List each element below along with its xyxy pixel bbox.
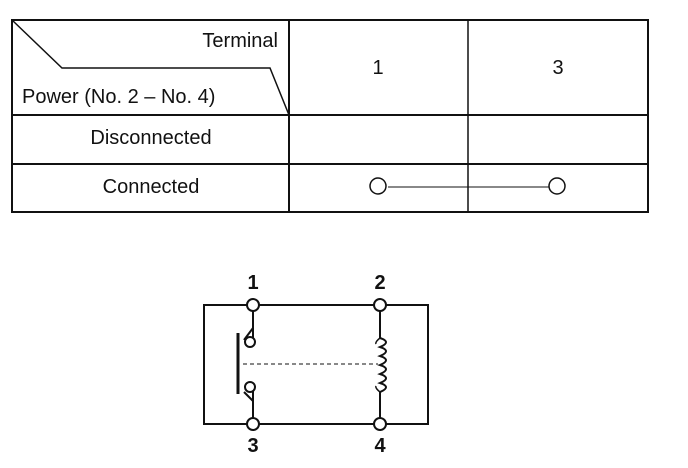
terminal-1-node — [246, 298, 260, 312]
terminal-3-node — [246, 417, 260, 431]
column-header-terminal-1: 1 — [372, 57, 384, 79]
relay-schematic — [203, 298, 429, 431]
relay-terminal-label-2: 2 — [374, 272, 386, 294]
continuity-connection-mark — [369, 177, 566, 195]
terminal-1-continuity-circle — [369, 177, 387, 195]
contact-lower-point — [244, 381, 256, 393]
relay-coil — [377, 337, 387, 393]
contact-lower-arm — [243, 391, 254, 402]
terminal-4-node — [373, 417, 387, 431]
header-diagonal-divider — [11, 19, 290, 116]
row-label-disconnected: Disconnected — [90, 127, 212, 149]
column-header-terminal-3: 3 — [552, 57, 564, 79]
header-power-label: Power (No. 2 – No. 4) — [22, 86, 216, 108]
header-terminal-label: Terminal — [202, 30, 278, 52]
relay-housing — [203, 304, 429, 425]
continuity-table-grid — [11, 19, 649, 213]
contact-upper-point — [244, 336, 256, 348]
terminal-2-node — [373, 298, 387, 312]
terminal-3-continuity-circle — [548, 177, 566, 195]
relay-terminal-label-1: 1 — [247, 272, 259, 294]
relay-terminal-label-4: 4 — [374, 435, 386, 457]
relay-terminal-label-3: 3 — [247, 435, 259, 457]
contact-upper-arm — [243, 327, 254, 341]
row-label-connected: Connected — [102, 176, 200, 198]
